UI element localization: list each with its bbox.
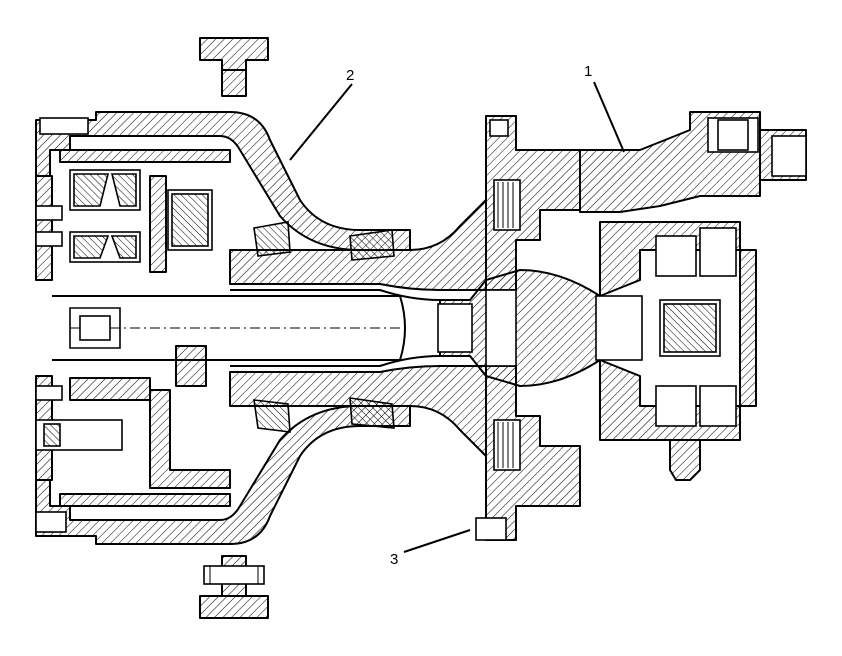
bottom-mounting-flange: [199, 555, 269, 619]
callout-1-label: 1: [584, 63, 593, 80]
callout-3-leader: [403, 529, 471, 553]
top-right-bracket: [707, 117, 807, 181]
top-mounting-flange: [199, 37, 269, 97]
bottom-right-foot: [669, 439, 701, 481]
spindle-tube: [229, 199, 487, 457]
callout-1-leader: [593, 81, 625, 153]
spindle-bearings: [253, 221, 395, 433]
left-end-bolts: [35, 117, 89, 533]
left-bearing-lower: [35, 345, 207, 451]
left-bearing-upper: [69, 169, 213, 273]
callout-2-label: 2: [346, 67, 355, 84]
callout-2-leader: [289, 83, 353, 161]
hub-reduction-housing: [515, 111, 761, 441]
brake-disc-stack-lower: [493, 419, 521, 471]
brake-disc-stack-upper: [493, 179, 521, 231]
wheel-hub-brake: [475, 115, 581, 541]
axle-shaft: [52, 295, 406, 361]
planetary-carrier: [437, 269, 601, 387]
callout-3-label: 3: [390, 551, 399, 568]
callout-leaders: [289, 81, 625, 553]
